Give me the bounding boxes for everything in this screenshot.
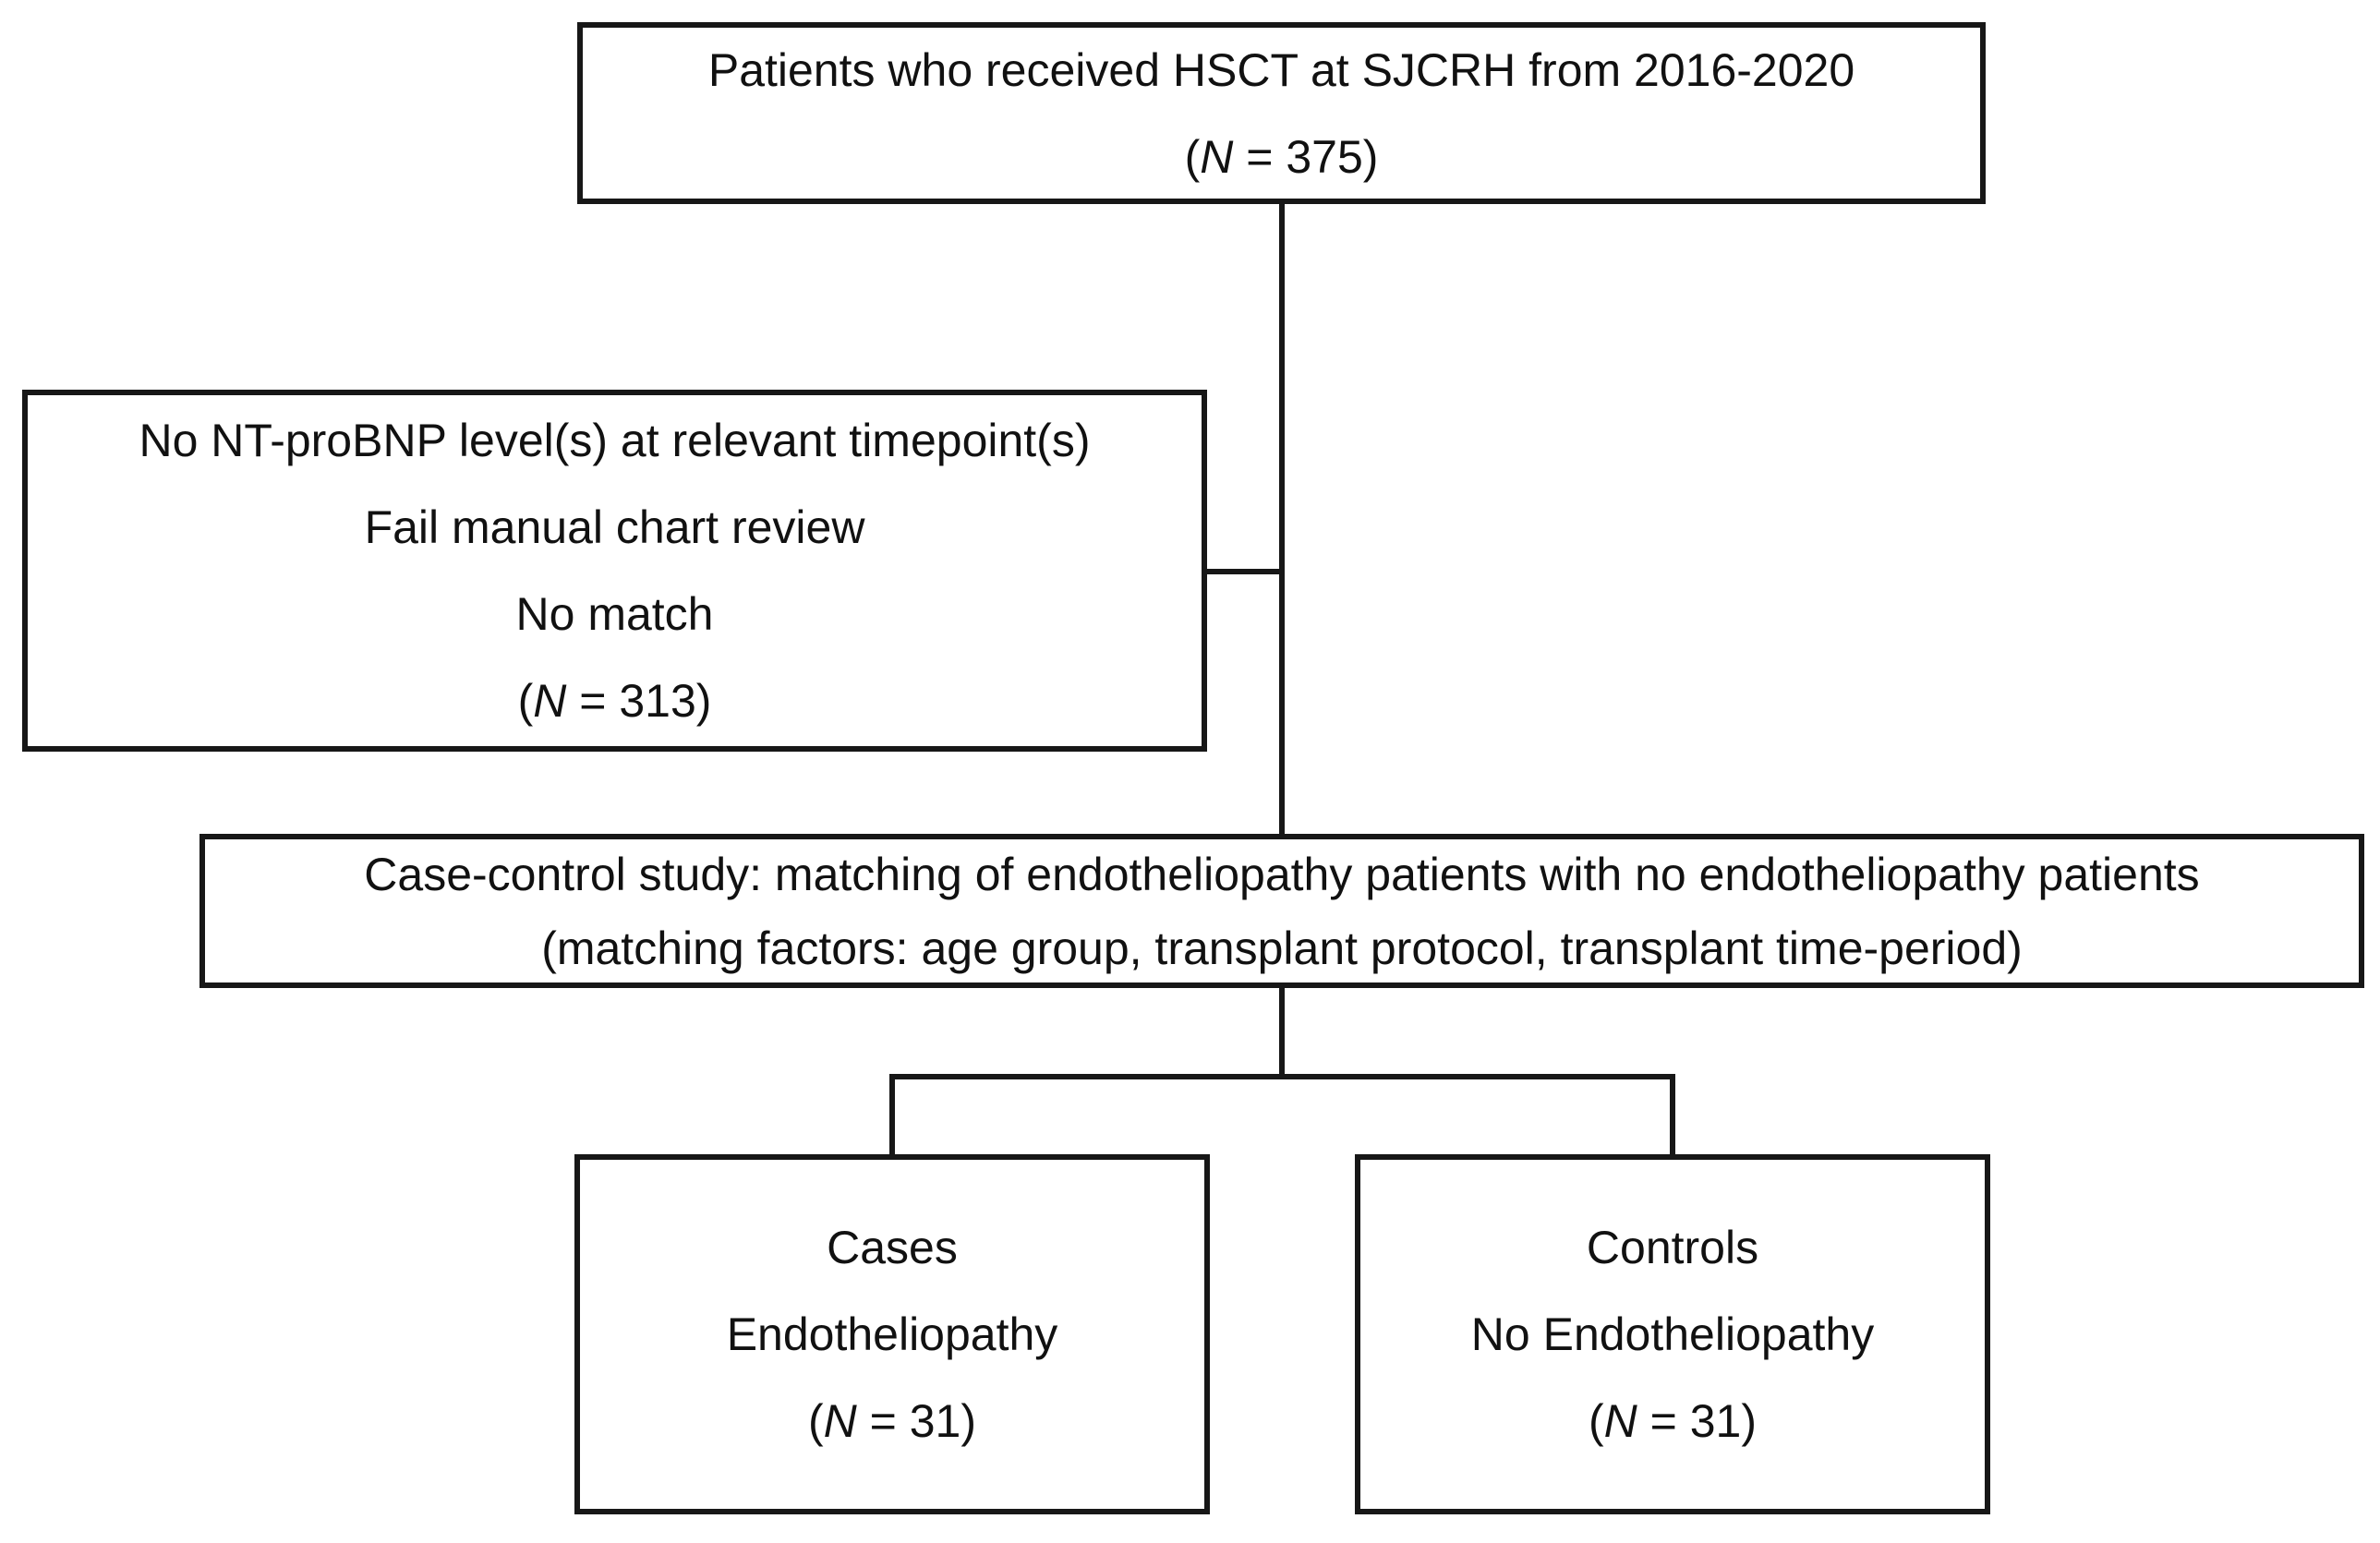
box-text-line: No match xyxy=(515,588,714,640)
box-text-line: (N = 313) xyxy=(517,675,712,727)
box-text-line: (N = 31) xyxy=(807,1395,976,1447)
box-text-line: No NT-proBNP level(s) at relevant timepo… xyxy=(139,415,1091,466)
connector-matching-to-split xyxy=(1279,985,1285,1079)
connector-exclusions-branch xyxy=(1202,569,1285,574)
box-controls-no-endotheliopathy: Controls No Endotheliopathy (N = 31) xyxy=(1355,1154,1990,1514)
italic-n: N xyxy=(1603,1395,1637,1447)
box-text-line: (matching factors: age group, transplant… xyxy=(541,922,2023,974)
box-case-control-matching: Case-control study: matching of endothel… xyxy=(199,834,2364,988)
box-text-line: Cases xyxy=(827,1222,958,1273)
box-hsct-patients: Patients who received HSCT at SJCRH from… xyxy=(577,22,1986,204)
box-text-line: (N = 31) xyxy=(1588,1395,1757,1447)
connector-split-right-drop xyxy=(1670,1074,1675,1159)
box-text-line: (N = 375) xyxy=(1184,130,1379,183)
connector-split-left-drop xyxy=(889,1074,895,1159)
box-exclusions: No NT-proBNP level(s) at relevant timepo… xyxy=(22,390,1207,752)
box-text-line: No Endotheliopathy xyxy=(1470,1308,1875,1360)
italic-n: N xyxy=(1200,130,1234,183)
italic-n: N xyxy=(533,675,567,727)
box-text-line: Controls xyxy=(1586,1222,1759,1273)
box-text-line: Patients who received HSCT at SJCRH from… xyxy=(707,43,1855,96)
connector-top-to-matching xyxy=(1279,201,1285,837)
box-text-line: Endotheliopathy xyxy=(726,1308,1058,1360)
box-text-line: Fail manual chart review xyxy=(364,501,865,553)
italic-n: N xyxy=(823,1395,857,1447)
connector-split-horizontal xyxy=(889,1074,1675,1079)
box-text-line: Case-control study: matching of endothel… xyxy=(364,848,2200,900)
